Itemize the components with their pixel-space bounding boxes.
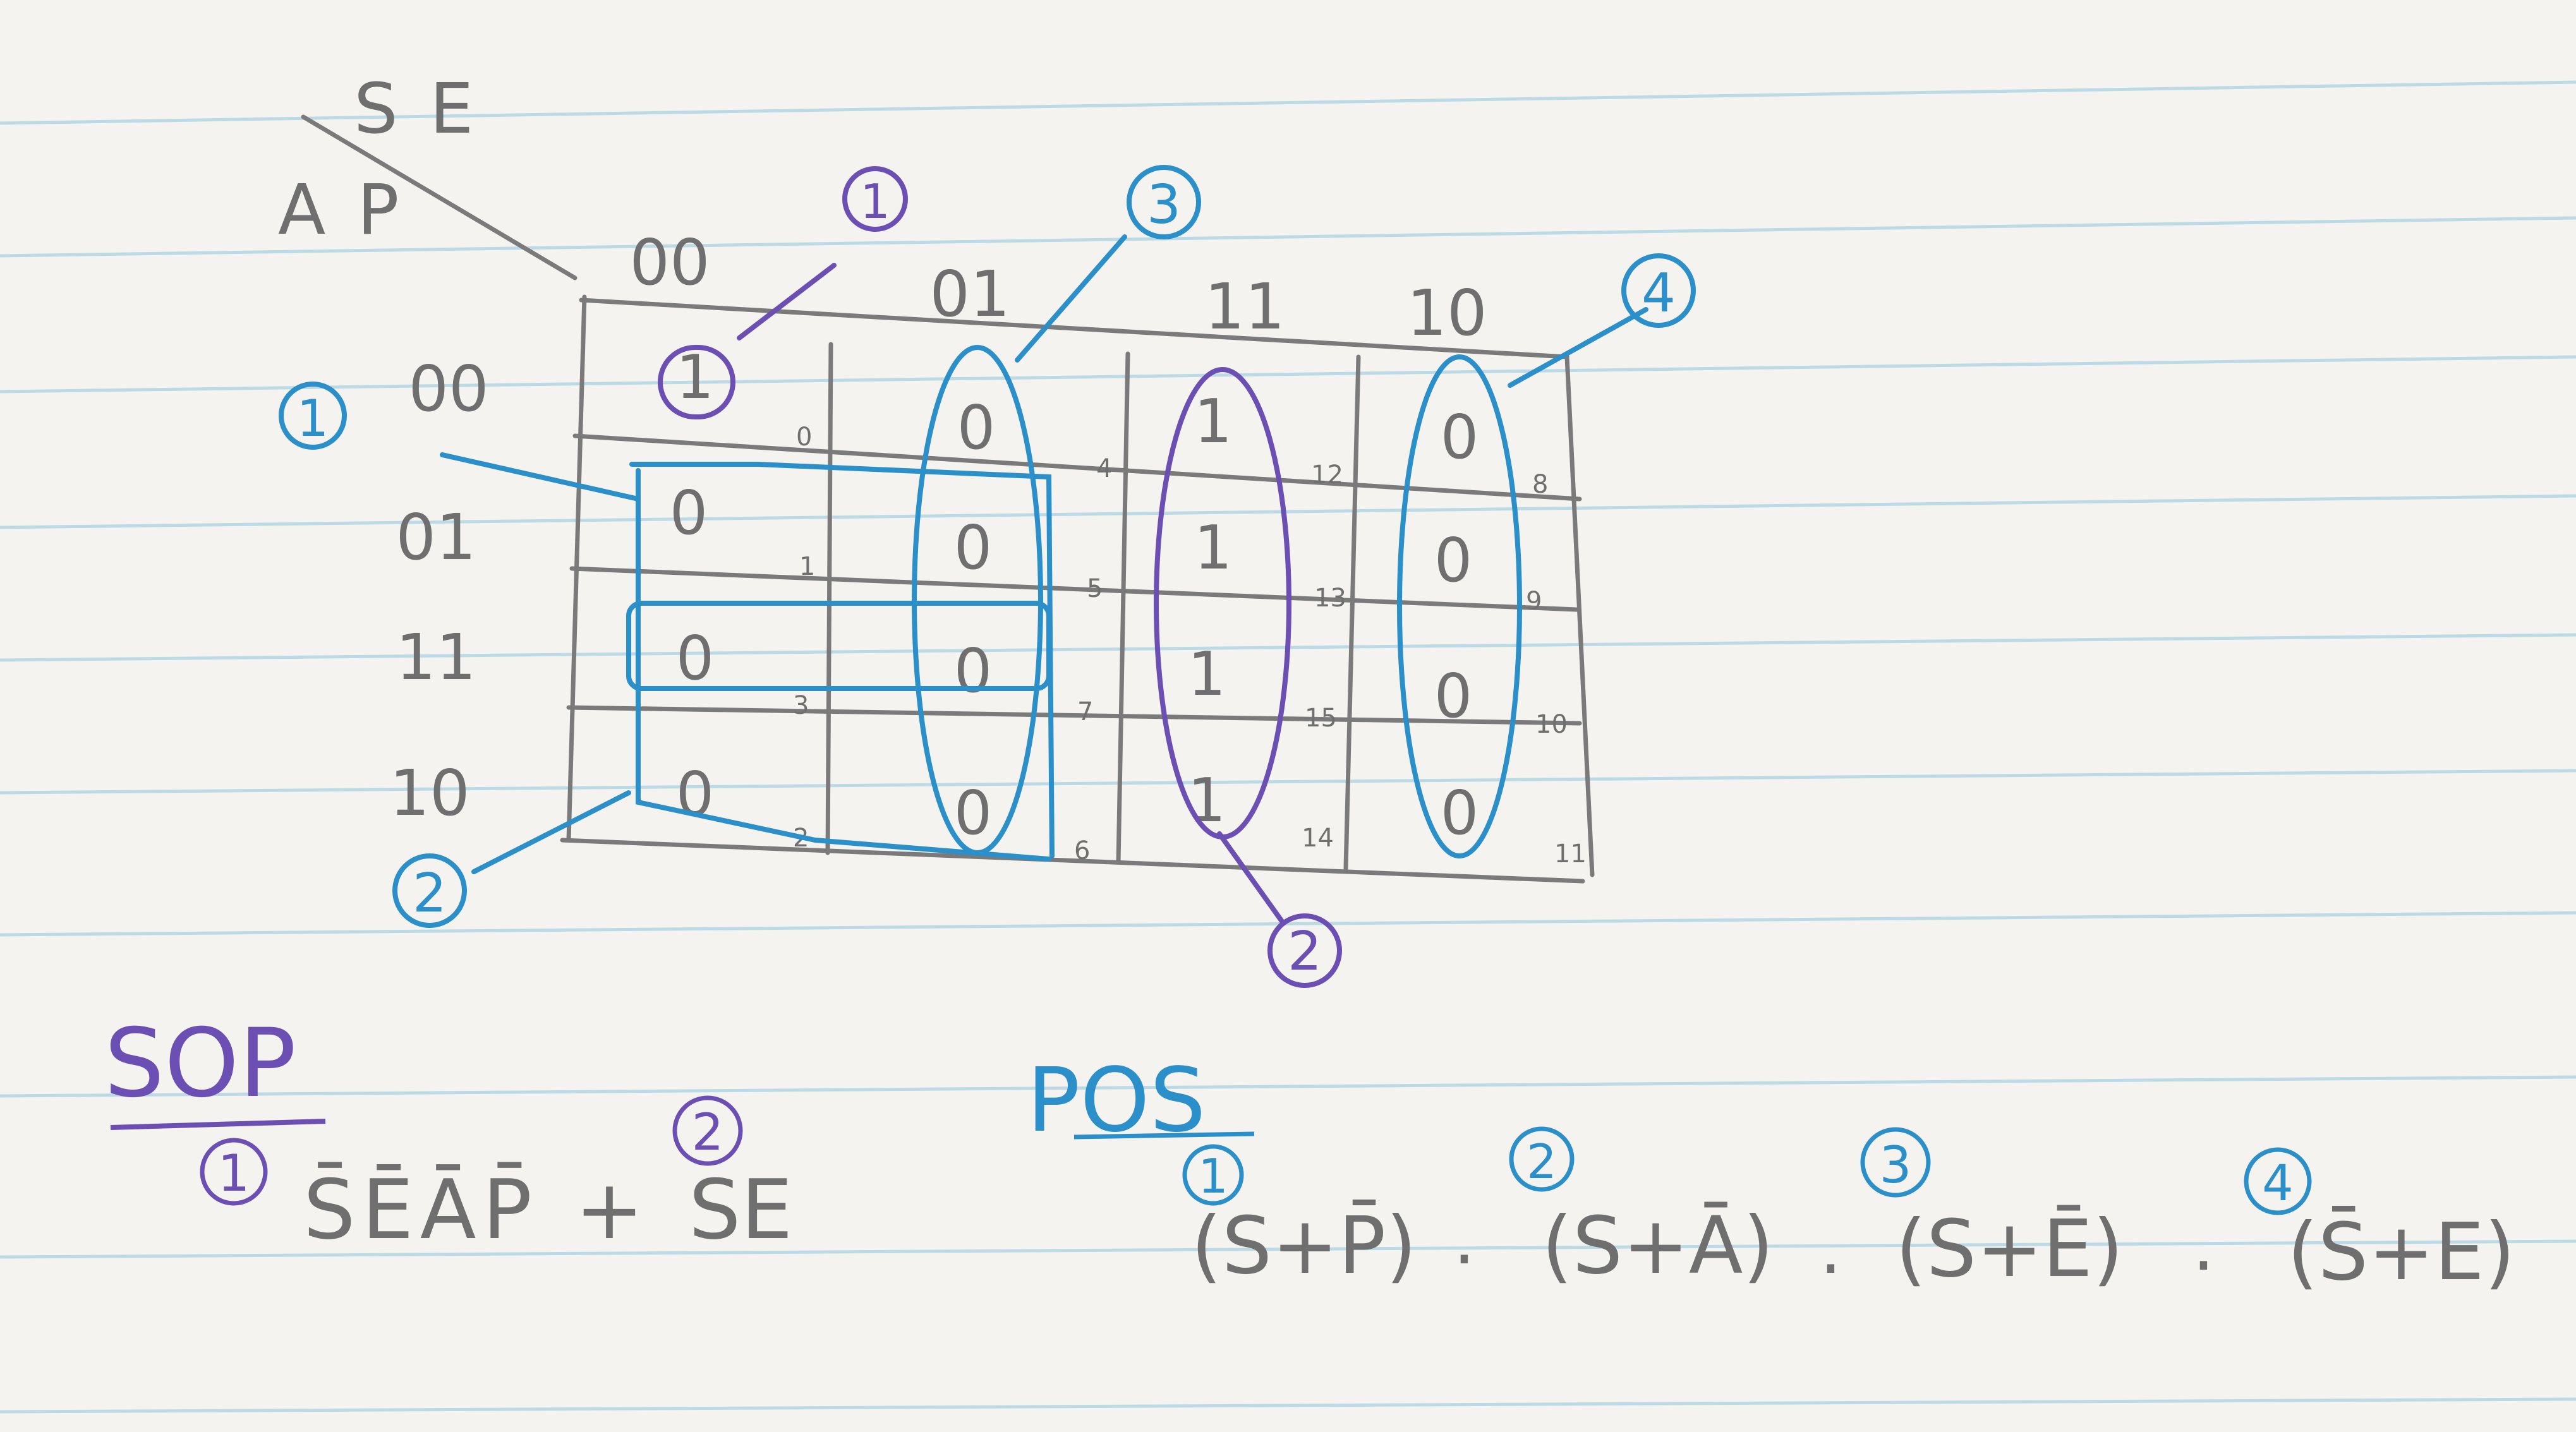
kmap-cell: 0: [1434, 526, 1472, 596]
sop-term2: SE: [689, 1162, 793, 1258]
pos-separator: .: [1453, 1199, 1475, 1280]
kmap-row-variables: AP: [278, 169, 431, 250]
kmap-cell: 0: [954, 779, 992, 848]
kmap-cell: 0: [1441, 403, 1478, 472]
kmap-corner: SE AP: [278, 68, 505, 250]
kmap-cell: 0: [676, 624, 714, 694]
kmap-cell: 1: [1188, 640, 1226, 709]
blue-marker-circle: [392, 853, 467, 928]
kmap-row-header: 10: [389, 756, 469, 830]
minterm-index: 10: [1535, 710, 1568, 739]
blue-marker-1: 1: [297, 389, 329, 448]
purple-marker-circle: [1267, 913, 1342, 988]
blue-group-4-ellipse: [1397, 354, 1522, 858]
kmap-grid: [301, 114, 1595, 884]
minterm-index: 14: [1302, 824, 1334, 853]
kmap-cell: 0: [954, 637, 992, 706]
sop-plus: +: [575, 1162, 644, 1258]
blue-marker-circle: [1127, 165, 1201, 239]
pos-term: (S+Ē): [1896, 1203, 2124, 1295]
kmap-row-headers: 00 01 11 10: [389, 352, 488, 830]
minterm-index: 3: [793, 691, 809, 720]
purple-markers: 1 2: [860, 174, 1322, 983]
kmap-minterm-indices: 0 4 12 8 1 5 13 9 3 7 15 10 2 6 14 11: [793, 423, 1587, 869]
purple-marker-circle: [842, 166, 908, 232]
pos-term-marker: 2: [1527, 1134, 1557, 1189]
minterm-index: 11: [1554, 839, 1587, 869]
pos-term-marker: 4: [2262, 1155, 2294, 1212]
sop-heading-underline: [110, 1119, 326, 1130]
pos-term-marker: 3: [1880, 1136, 1912, 1194]
kmap-cell: 0: [954, 514, 992, 583]
blue-group-1-bracket: [636, 468, 1051, 862]
purple-groupings: [658, 166, 1342, 988]
minterm-index: 13: [1314, 584, 1346, 613]
sop-term2-marker: 2: [692, 1103, 724, 1162]
minterm-index: 8: [1532, 470, 1548, 499]
kmap-row-header: 00: [408, 352, 488, 426]
blue-marker-3: 3: [1147, 174, 1181, 236]
purple-group-1-box: [658, 345, 735, 419]
blue-marker-4: 4: [1642, 262, 1676, 325]
blue-groupings: [279, 165, 1696, 928]
kmap-col-header: 00: [629, 226, 710, 299]
minterm-index: 6: [1074, 836, 1090, 865]
pos-separator: .: [1820, 1208, 1842, 1289]
blue-marker-2: 2: [413, 862, 447, 925]
minterm-index: 12: [1311, 460, 1343, 490]
blue-markers: 1 2 3 4: [297, 174, 1676, 925]
blue-marker-circle: [1621, 253, 1696, 328]
kmap-cell: 0: [1441, 779, 1478, 848]
pos-term: (S+P̄): [1191, 1199, 1417, 1292]
kmap-cell: 0: [670, 479, 708, 548]
kmap-cell: 1: [1188, 766, 1226, 836]
kmap-row-header: 01: [396, 500, 476, 574]
pos-separator: .: [2192, 1205, 2215, 1286]
kmap-col-header: 11: [1204, 270, 1285, 344]
pos-heading-underline: [1073, 1131, 1255, 1140]
kmap-col-header: 01: [929, 257, 1010, 331]
kmap-col-header: 10: [1406, 276, 1487, 350]
kmap-cell: 1: [1194, 514, 1232, 583]
kmap-cell: 1: [676, 343, 714, 412]
kmap-row-header: 11: [396, 620, 476, 694]
blue-group-3-ellipse: [912, 345, 1043, 855]
minterm-index: 15: [1305, 704, 1337, 733]
minterm-index: 9: [1526, 587, 1542, 616]
sop-term1: S̄ĒĀP̄: [303, 1161, 538, 1258]
kmap-column-headers: 00 01 11 10: [629, 226, 1487, 350]
sop-heading: SOP: [104, 1009, 296, 1119]
sop-term1-marker: 1: [218, 1144, 250, 1203]
kmap-cells: 1 0 1 0 0 0 1 0 0 0 1 0 0 0 1 0: [670, 343, 1478, 848]
sop-section: SOP 1 S̄ĒĀP̄ + 2 SE: [104, 1009, 793, 1258]
minterm-index: 1: [799, 552, 815, 581]
minterm-index: 7: [1077, 697, 1093, 726]
pos-term-marker: 1: [1198, 1148, 1228, 1204]
minterm-index: 5: [1087, 574, 1103, 603]
kmap-column-variables: SE: [354, 68, 505, 149]
pos-section: POS 1 (S+P̄) . 2 (S+Ā) . 3 (S+Ē) . 4 (S̄…: [1027, 1049, 2515, 1298]
kmap-cell: 0: [1434, 662, 1472, 731]
purple-marker-2: 2: [1288, 920, 1322, 983]
blue-group-2-bracket: [629, 462, 1055, 858]
blue-marker-circle: [279, 382, 347, 450]
kmap-cell: 0: [957, 394, 995, 463]
pos-term: (S+Ā): [1542, 1200, 1774, 1292]
pos-term: (S̄+E): [2287, 1205, 2515, 1298]
purple-marker-1: 1: [860, 174, 890, 229]
minterm-index: 4: [1096, 454, 1112, 483]
kmap-cell: 1: [1194, 387, 1232, 457]
minterm-index: 0: [796, 423, 812, 452]
